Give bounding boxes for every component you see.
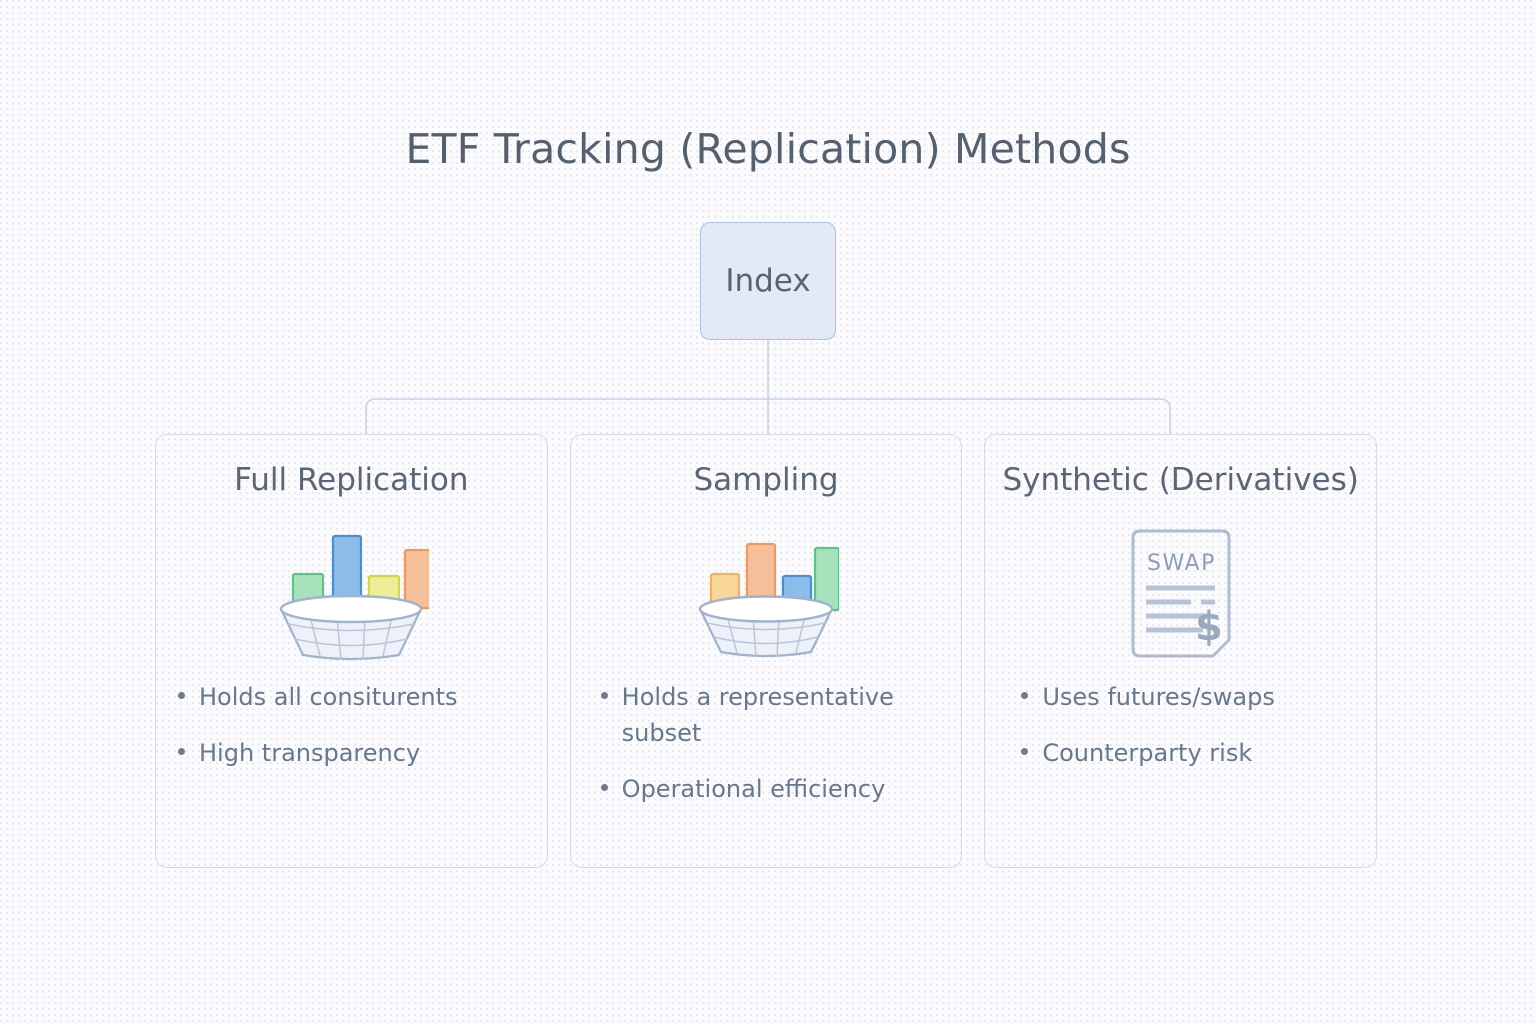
card-title: Full Replication [234,462,469,498]
list-item: Counterparty risk [1021,735,1354,771]
list-item: Operational efficiency [600,771,948,807]
list-item: High transparency [178,735,525,771]
list-item: Holds a representative subset [600,679,948,751]
bar-orange [404,548,430,609]
index-node[interactable]: Index [700,222,836,340]
bullet-text: High transparency [199,738,421,767]
bullet-text: Holds all consiturents [199,682,458,711]
bullet-dot [1021,747,1029,755]
bullet-dot [178,691,185,699]
basket-with-bars-icon [273,525,430,665]
index-node-label: Index [725,263,811,299]
bullet-dot [600,691,608,699]
card-title: Sampling [693,462,839,498]
bullet-text: Counterparty risk [1042,738,1253,767]
bullet-text: Uses futures/swaps [1042,682,1275,711]
bullet-list: Uses futures/swaps Counterparty risk [985,679,1376,771]
card-sampling[interactable]: Sampling [569,434,963,868]
bullet-text: Operational efficiency [621,774,886,803]
list-item: Uses futures/swaps [1021,679,1354,715]
list-item: Holds all consiturents [178,679,525,715]
card-full-replication[interactable]: Full Replication [155,434,548,868]
bullet-dot [178,747,185,755]
swap-document-icon: SWAP $ [1125,525,1237,665]
bullet-text: Holds a representative subset [621,682,894,747]
dollar-icon: $ [1195,604,1223,650]
card-title: Synthetic (Derivatives) [1002,462,1359,498]
swap-document-label: SWAP [1147,551,1216,576]
bullet-list: Holds all consiturents High transparency [156,679,547,771]
basket-with-bars-icon [693,525,839,665]
page-title: ETF Tracking (Replication) Methods [405,125,1131,173]
connector-bus [365,398,1171,434]
bullet-list: Holds a representative subset Operationa… [571,679,962,807]
methods-row: Full Replication [155,434,1378,868]
card-synthetic-derivatives[interactable]: Synthetic (Derivatives) SWAP $ [984,434,1378,868]
bullet-dot [1021,691,1029,699]
bullet-dot [600,783,608,791]
